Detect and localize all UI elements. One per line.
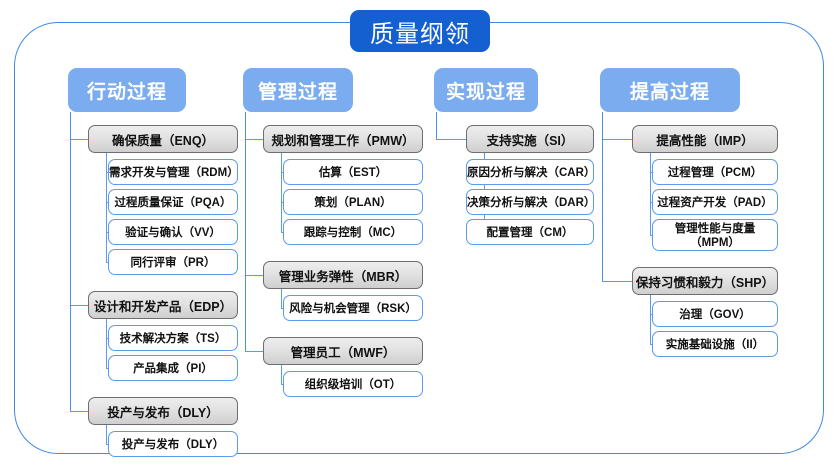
connector-group-trunk <box>106 153 108 262</box>
connector-leaf-stub <box>281 384 283 386</box>
connector-group-stub <box>436 139 466 141</box>
leaf-node-3-1-3[interactable]: 配置管理（CM） <box>466 219 594 245</box>
group-node-3-1[interactable]: 支持实施（SI） <box>466 125 594 153</box>
connector-leaf-stub <box>650 344 652 346</box>
connector-column-trunk <box>602 112 604 281</box>
group-node-1-2[interactable]: 设计和开发产品（EDP） <box>88 291 238 319</box>
node-line: 管理性能与度量 <box>674 223 756 235</box>
leaf-node-2-2-1[interactable]: 风险与机会管理（RSK） <box>283 295 423 321</box>
group-node-1-3[interactable]: 投产与发布（DLY） <box>88 397 238 425</box>
category-header-1[interactable]: 行动过程 <box>68 68 186 112</box>
category-header-2[interactable]: 管理过程 <box>243 68 353 112</box>
leaf-node-1-2-2[interactable]: 产品集成（PI） <box>108 355 238 381</box>
leaf-node-2-1-1[interactable]: 估算（EST） <box>283 159 423 185</box>
leaf-node-4-1-3[interactable]: 管理性能与度量 （MPM） <box>652 219 778 251</box>
connector-group-trunk <box>106 319 108 368</box>
connector-group-stub <box>70 411 88 413</box>
connector-leaf-stub <box>106 368 108 370</box>
connector-group-trunk <box>281 153 283 232</box>
leaf-node-2-1-3[interactable]: 跟踪与控制（MC） <box>283 219 423 245</box>
connector-leaf-stub <box>106 444 108 446</box>
connector-leaf-stub <box>106 262 108 264</box>
connector-leaf-stub <box>281 308 283 310</box>
group-node-4-1[interactable]: 提高性能（IMP） <box>632 125 778 153</box>
connector-group-trunk <box>281 365 283 384</box>
diagram-title: 质量纲领 <box>350 10 490 52</box>
connector-group-stub <box>70 305 88 307</box>
node-line: （MPM） <box>690 237 740 249</box>
connector-group-stub <box>602 281 632 283</box>
connector-leaf-stub <box>281 232 283 234</box>
leaf-node-2-3-1[interactable]: 组织级培训（OT） <box>283 371 423 397</box>
connector-group-stub <box>245 351 263 353</box>
connector-leaf-stub <box>650 235 652 237</box>
group-node-1-1[interactable]: 确保质量（ENQ） <box>88 125 238 153</box>
connector-group-trunk <box>650 153 652 235</box>
group-node-2-1[interactable]: 规划和管理工作（PMW） <box>263 125 423 153</box>
connector-group-stub <box>245 139 263 141</box>
connector-column-trunk <box>70 112 72 411</box>
leaf-node-1-2-1[interactable]: 技术解决方案（TS） <box>108 325 238 351</box>
connector-group-stub <box>245 275 263 277</box>
leaf-node-1-1-1[interactable]: 需求开发与管理（RDM） <box>108 159 239 185</box>
connector-group-stub <box>70 139 88 141</box>
category-header-4[interactable]: 提高过程 <box>600 68 740 112</box>
leaf-node-4-1-2[interactable]: 过程资产开发（PAD） <box>652 189 778 215</box>
leaf-node-3-1-1[interactable]: 原因分析与解决（CAR） <box>466 159 595 185</box>
connector-group-trunk <box>106 425 108 444</box>
leaf-node-1-3-1[interactable]: 投产与发布（DLY） <box>108 431 238 457</box>
group-node-2-2[interactable]: 管理业务弹性（MBR） <box>263 261 423 289</box>
leaf-node-2-1-2[interactable]: 策划（PLAN） <box>283 189 423 215</box>
leaf-node-3-1-2[interactable]: 决策分析与解决（DAR） <box>466 189 595 215</box>
connector-group-trunk <box>650 295 652 344</box>
group-node-2-3[interactable]: 管理员工（MWF） <box>263 337 423 365</box>
leaf-node-1-1-4[interactable]: 同行评审（PR） <box>108 249 238 275</box>
group-node-4-2[interactable]: 保持习惯和毅力（SHP） <box>632 267 778 295</box>
category-header-3[interactable]: 实现过程 <box>434 68 538 112</box>
connector-column-trunk <box>245 112 247 351</box>
leaf-node-1-1-3[interactable]: 验证与确认（VV） <box>108 219 238 245</box>
connector-group-stub <box>602 139 632 141</box>
leaf-node-1-1-2[interactable]: 过程质量保证（PQA） <box>108 189 238 215</box>
leaf-node-4-2-1[interactable]: 治理（GOV） <box>652 301 778 327</box>
connector-group-trunk <box>281 289 283 308</box>
connector-column-trunk <box>436 112 438 139</box>
leaf-node-4-1-1[interactable]: 过程管理（PCM） <box>652 159 778 185</box>
leaf-node-4-2-2[interactable]: 实施基础设施（II） <box>652 331 778 357</box>
